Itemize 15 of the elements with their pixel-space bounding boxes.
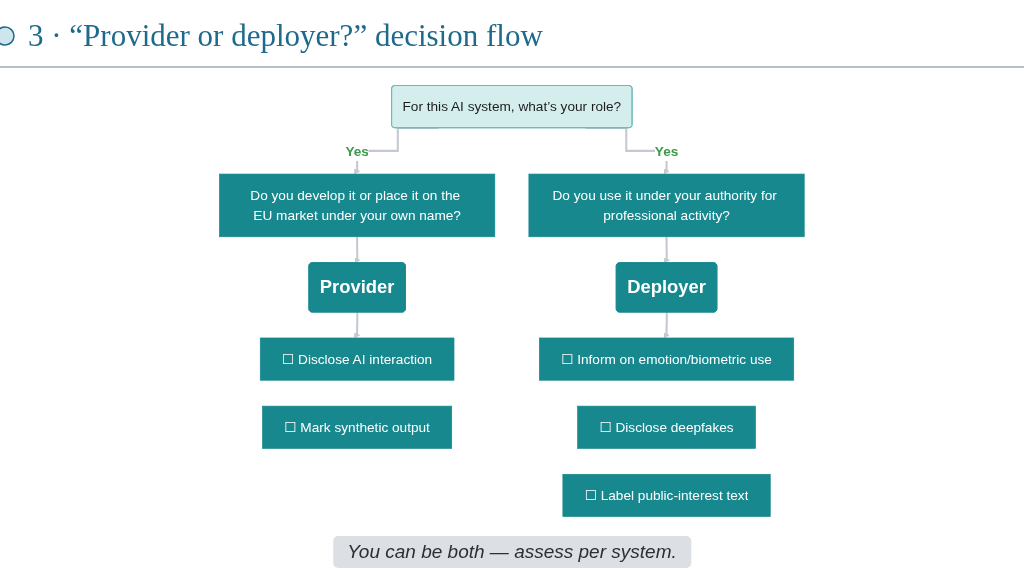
edge-label: Yes xyxy=(654,143,679,159)
caption: You can be both — assess per system. xyxy=(333,536,691,568)
node-box: Do you use it under your authority for professional activity? xyxy=(528,173,805,238)
arrow xyxy=(354,235,361,264)
node-box: ☐ Mark synthetic output xyxy=(262,405,453,449)
arrow xyxy=(664,235,670,264)
node-box: Do you develop it or place it on the EU market under your own name? xyxy=(219,173,496,238)
arrow xyxy=(354,311,361,339)
node-box: ☐ Label public-interest text xyxy=(562,473,771,517)
node-box: ☐ Disclose deepfakes xyxy=(577,405,756,449)
edge-label: Yes xyxy=(345,143,370,159)
node-box: ☐ Disclose AI interaction xyxy=(260,337,455,381)
title: 3 · “Provider or deployer?” decision flow xyxy=(28,17,543,55)
node-box: ☐ Inform on emotion/biometric use xyxy=(539,337,795,381)
arrow xyxy=(663,311,670,339)
